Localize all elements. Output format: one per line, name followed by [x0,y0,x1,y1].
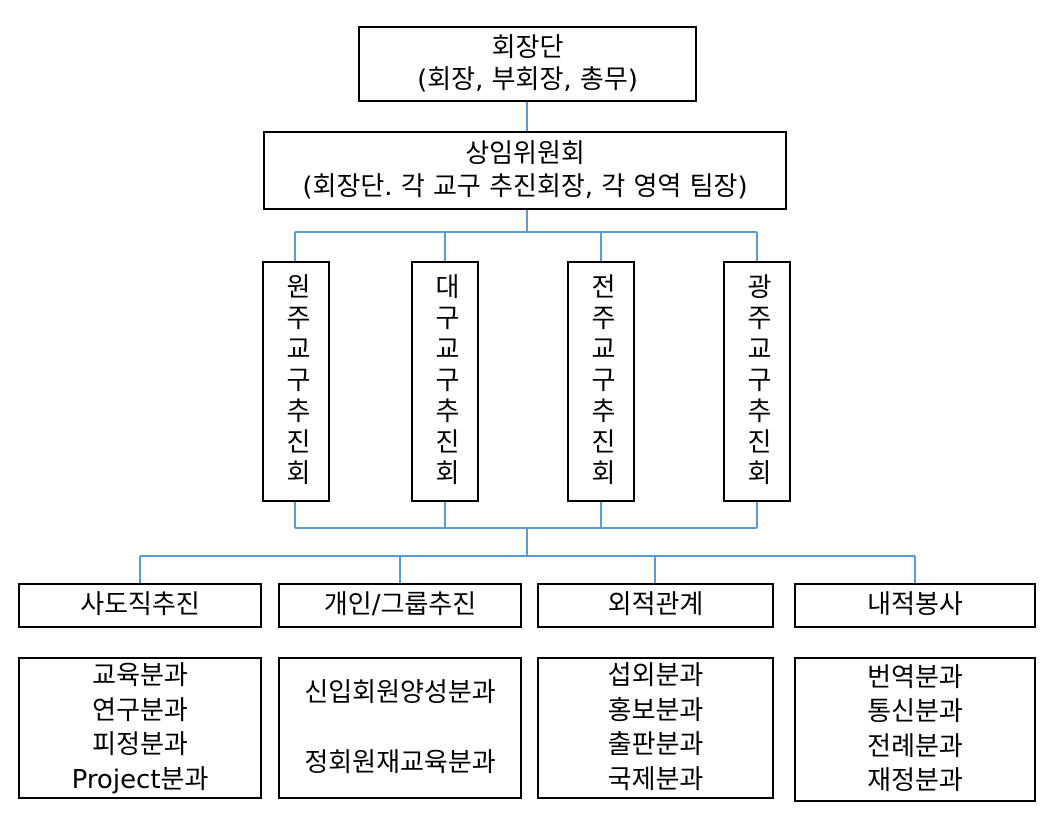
president-board-subtitle: (회장, 부회장, 총무) [417,65,638,95]
region-box-gwangju: 광주교구추진회 [723,261,791,502]
president-board-title: 회장단 [491,32,564,63]
division-box-individual-group: 신입회원양성분과 정회원재교육분과 [278,657,522,799]
division-item: 연구분과 [92,695,188,726]
area-box-external-relations: 외적관계 [537,583,774,628]
division-item: 출판분과 [607,730,704,760]
division-item: 통신분과 [867,697,963,727]
region-box-daegu: 대구교구추진회 [411,261,479,502]
area-label-individual-group: 개인/그룹추진 [323,590,477,621]
area-label-external-relations: 외적관계 [607,590,704,621]
division-item: 신입회원양성분과 [304,677,496,708]
president-board-box: 회장단 (회장, 부회장, 총무) [358,26,697,102]
division-item: Project분과 [71,764,209,795]
division-item: 번역분과 [867,662,963,693]
division-box-apostolate: 교육분과 연구분과 피정분과 Project분과 [18,657,262,799]
region-box-jeonju: 전주교구추진회 [567,261,635,502]
region-label-jeonju: 전주교구추진회 [586,273,616,490]
connector-group [139,102,916,583]
division-item: 국제분과 [607,764,704,795]
division-box-internal-service: 번역분과 통신분과 전례분과 재정분과 [794,657,1036,802]
area-box-apostolate: 사도직추진 [18,583,262,628]
division-item: 재정분과 [867,766,963,796]
area-box-internal-service: 내적봉사 [794,583,1036,628]
region-label-daegu: 대구교구추진회 [430,273,460,490]
division-box-external-relations: 섭외분과 홍보분과 출판분과 국제분과 [537,657,774,799]
area-box-individual-group: 개인/그룹추진 [278,583,522,628]
region-label-wonju: 원주교구추진회 [281,273,311,490]
standing-committee-box: 상임위원회 (회장단. 각 교구 추진회장, 각 영역 팀장) [263,131,787,210]
division-item: 정회원재교육분과 [304,748,496,778]
division-item: 교육분과 [92,661,188,691]
division-item: 홍보분과 [607,695,704,726]
division-item: 피정분과 [92,730,188,760]
division-item: 섭외분과 [607,661,704,691]
standing-committee-subtitle: (회장단. 각 교구 추진회장, 각 영역 팀장) [302,171,748,202]
division-item: 전례분과 [867,731,963,762]
region-label-gwangju: 광주교구추진회 [742,273,772,490]
area-label-apostolate: 사도직추진 [80,590,200,621]
area-label-internal-service: 내적봉사 [867,590,963,621]
standing-committee-title: 상임위원회 [465,139,585,169]
region-box-wonju: 원주교구추진회 [262,261,330,502]
